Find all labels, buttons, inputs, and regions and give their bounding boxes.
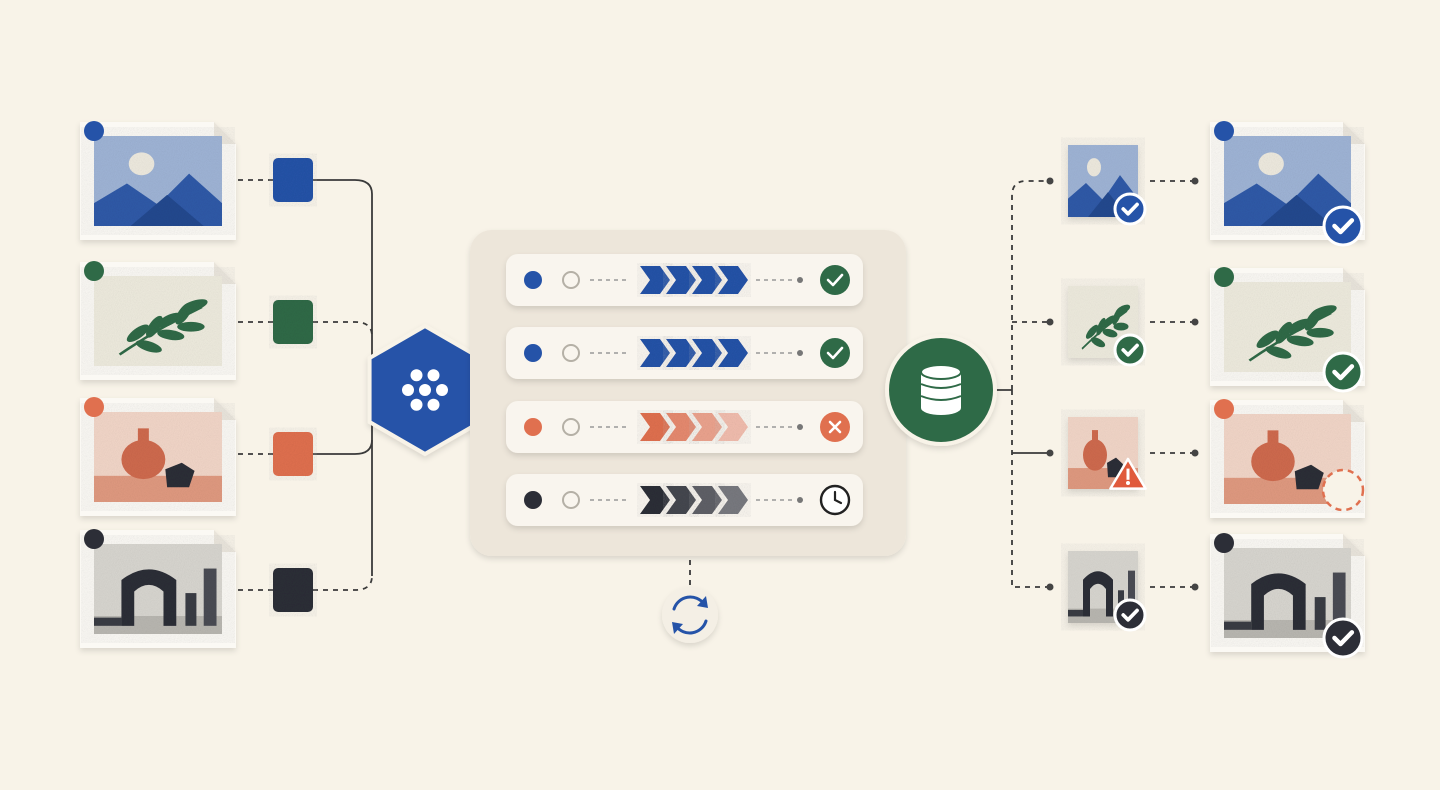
radio-icon[interactable] — [562, 344, 580, 362]
hexagon-dots-icon — [402, 369, 448, 411]
output-thumbnail-3[interactable] — [1068, 417, 1138, 489]
accent-dot — [84, 397, 104, 417]
close-icon — [820, 412, 850, 442]
pipeline-row-3[interactable] — [506, 401, 863, 453]
radio-icon[interactable] — [562, 491, 580, 509]
progress-chevrons-icon — [640, 486, 748, 514]
pipeline-row-1[interactable] — [506, 254, 863, 306]
output-thumbnails — [1068, 145, 1147, 632]
swatch-arch[interactable] — [273, 568, 313, 612]
input-document-landscape[interactable] — [80, 121, 236, 240]
processor-node[interactable] — [367, 323, 483, 457]
output-document-2[interactable] — [1210, 267, 1365, 386]
check-badge-icon — [1322, 617, 1364, 659]
input-swatches — [273, 158, 313, 612]
accent-dot — [1214, 399, 1234, 419]
output-document-1[interactable] — [1210, 121, 1365, 240]
accent-dot — [1214, 533, 1234, 553]
row-accent-dot — [524, 491, 542, 509]
check-badge-icon — [1113, 192, 1147, 226]
warning-icon — [1109, 457, 1147, 490]
input-documents — [80, 121, 236, 648]
database-node[interactable] — [885, 334, 997, 446]
accent-dot — [84, 121, 104, 141]
clock-icon — [819, 484, 851, 516]
swatch-landscape[interactable] — [273, 158, 313, 202]
input-document-vase[interactable] — [80, 397, 236, 516]
refresh-icon[interactable] — [662, 587, 718, 643]
accent-dot — [84, 529, 104, 549]
check-icon — [820, 338, 850, 368]
output-documents — [1210, 121, 1365, 659]
accent-dot — [1214, 121, 1234, 141]
row-accent-dot — [524, 344, 542, 362]
accent-dot — [1214, 267, 1234, 287]
check-badge-icon — [1322, 205, 1364, 247]
pipeline-row-4[interactable] — [506, 474, 863, 526]
input-document-arch[interactable] — [80, 529, 236, 648]
missing-dashed-circle-icon — [1321, 468, 1365, 512]
progress-chevrons-icon — [640, 266, 748, 294]
input-document-leaf[interactable] — [80, 261, 236, 380]
radio-icon[interactable] — [562, 271, 580, 289]
row-accent-dot — [524, 418, 542, 436]
accent-dot — [84, 261, 104, 281]
pipeline-row-2[interactable] — [506, 327, 863, 379]
progress-chevrons-icon — [640, 413, 748, 441]
check-icon — [820, 265, 850, 295]
radio-icon[interactable] — [562, 418, 580, 436]
database-icon — [920, 364, 962, 415]
row-accent-dot — [524, 271, 542, 289]
swatch-leaf[interactable] — [273, 300, 313, 344]
check-badge-icon — [1113, 333, 1147, 367]
swatch-vase[interactable] — [273, 432, 313, 476]
pipeline-panel — [470, 230, 906, 556]
progress-chevrons-icon — [640, 339, 748, 367]
check-badge-icon — [1113, 598, 1147, 632]
check-badge-icon — [1322, 351, 1364, 393]
